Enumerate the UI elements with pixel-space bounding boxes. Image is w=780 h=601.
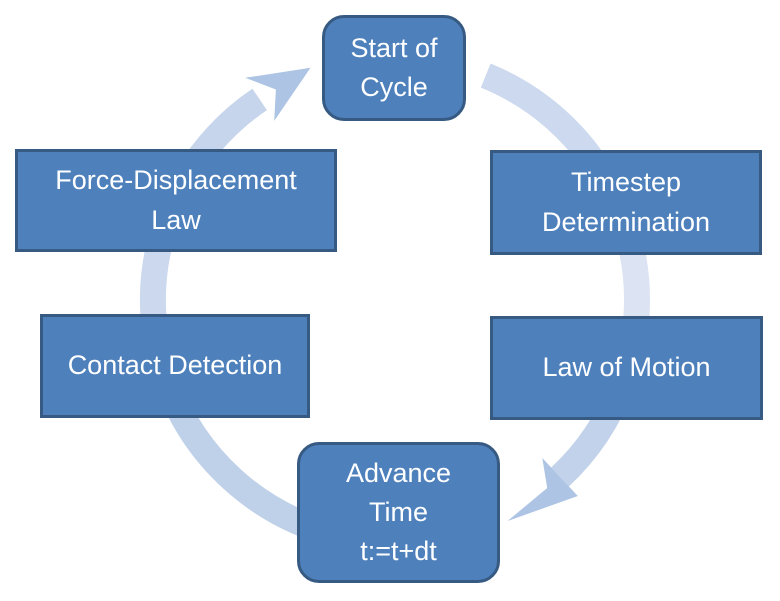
- node-label-line: Time: [369, 496, 428, 527]
- node-label-line: Force-Displacement: [55, 165, 297, 196]
- arrowhead-into-advance-icon: [507, 458, 578, 521]
- node-timestep-determination: Timestep Determination: [490, 150, 762, 255]
- node-start-of-cycle: Start of Cycle: [322, 15, 466, 121]
- arrowhead-into-start-icon: [245, 67, 311, 121]
- node-label-line: Determination: [541, 206, 711, 237]
- node-label-line: Start of: [350, 32, 438, 63]
- node-force-displacement-law: Force-Displacement Law: [15, 149, 337, 252]
- node-contact-detection: Contact Detection: [40, 314, 310, 418]
- node-label-line: Contact Detection: [67, 350, 283, 381]
- node-label-line: Advance: [345, 457, 452, 488]
- node-label-line: Timestep: [570, 167, 682, 198]
- node-law-of-motion: Law of Motion: [490, 316, 763, 420]
- node-label-line: Law: [151, 204, 201, 235]
- node-advance-time: Advance Time t:=t+dt: [297, 442, 500, 583]
- node-label-line: Cycle: [360, 72, 428, 102]
- node-label-line: Law of Motion: [542, 352, 711, 383]
- node-label-line: t:=t+dt: [360, 536, 437, 567]
